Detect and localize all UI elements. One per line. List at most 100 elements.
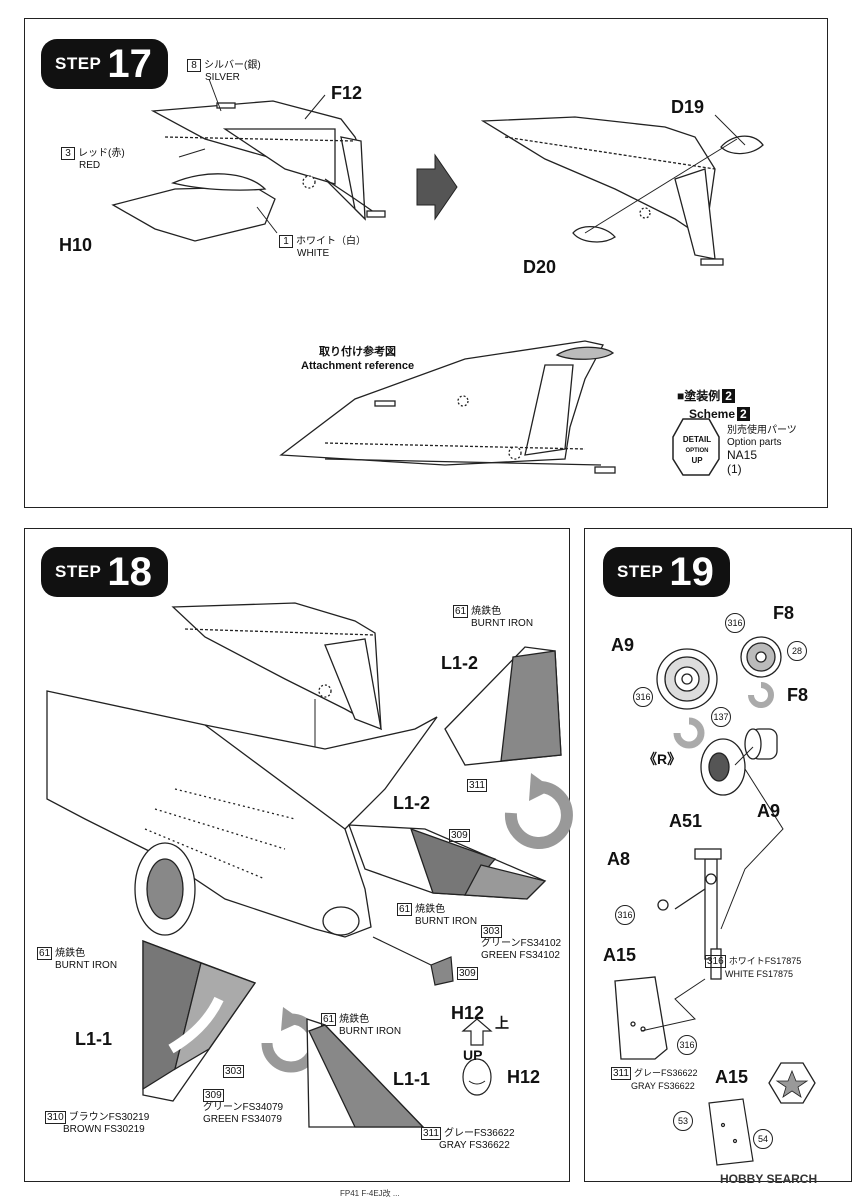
step-17-panel: STEP 17 — [24, 18, 828, 508]
part-a15-door: A15 — [603, 945, 637, 965]
step-number: 17 — [107, 42, 152, 86]
step-18-illustration — [46, 602, 573, 1128]
step-word: STEP — [55, 562, 102, 581]
color-jp: シルバー(銀) — [204, 60, 261, 71]
part-a8: A8 — [607, 849, 631, 869]
color-jp: 焼鉄色 — [55, 948, 86, 959]
part-h12: H12 — [451, 1003, 485, 1023]
part-f12: F12 — [331, 83, 363, 103]
part-l1-2-middle: L1-2 — [393, 793, 431, 813]
part-l1-1-right: L1-1 — [393, 1069, 431, 1089]
color-en: RED — [79, 160, 101, 171]
step-19-panel: STEP 19 — [584, 528, 852, 1182]
detail-up-badge: DETAIL OPTION UP — [675, 435, 719, 466]
option-en: Option parts — [727, 437, 782, 448]
color-code: 309 — [203, 1089, 224, 1102]
color-code: 311 — [611, 1067, 631, 1080]
step-17-illustration — [111, 78, 764, 476]
part-f8-top: F8 — [773, 603, 795, 623]
color-code-303b: 303 — [223, 1065, 247, 1078]
part-h12-detail: H12 — [507, 1067, 541, 1087]
step-18-panel: STEP 18 — [24, 528, 573, 1182]
part-r-marker: 《R》 — [643, 751, 682, 767]
color-jp: グリーンFS34079 — [203, 1102, 284, 1113]
code-137: 137 — [711, 707, 731, 727]
color-code: 1 — [279, 235, 293, 248]
color-code: 309 — [449, 829, 470, 842]
code-54: 54 — [753, 1129, 773, 1149]
color-code: 3 — [61, 147, 75, 160]
scheme-jp: ■塗装例 — [677, 389, 721, 403]
scheme-num: 2 — [722, 389, 735, 403]
color-code: 61 — [397, 903, 413, 916]
up-jp: 上 — [495, 1015, 509, 1031]
color-code: 8 — [187, 59, 201, 72]
color-en: GRAY FS36622 — [439, 1140, 510, 1151]
part-a9-top: A9 — [611, 635, 635, 655]
color-en: WHITE FS17875 — [725, 969, 794, 979]
attachment-reference-label: 取り付け参考図 Attachment reference — [301, 345, 414, 373]
color-code: 61 — [321, 1013, 337, 1026]
color-jp: グレーFS36622 — [633, 1068, 698, 1078]
color-en: BURNT IRON — [55, 960, 118, 971]
color-en: BURNT IRON — [415, 916, 478, 927]
badge-mid: OPTION — [685, 448, 709, 454]
option-jp: 別売使用パーツ — [727, 425, 797, 436]
attachment-jp: 取り付け参考図 — [319, 346, 397, 358]
color-jp: ホワイトFS17875 — [728, 956, 802, 966]
color-en: BROWN FS30219 — [63, 1124, 145, 1135]
color-en: BURNT IRON — [471, 618, 534, 629]
step-number: 19 — [669, 550, 714, 594]
step-word: STEP — [617, 562, 664, 581]
part-f8-middle: F8 — [787, 685, 809, 705]
color-code: 303 — [223, 1065, 244, 1078]
option-part: NA15 — [727, 448, 758, 462]
part-l1-1-left: L1-1 — [75, 1029, 113, 1049]
color-callout-green-34079: 309 グリーンFS34079 GREEN FS34079 — [203, 1089, 283, 1126]
code-316-f8: 316 — [725, 613, 745, 633]
color-code: 311 — [421, 1127, 441, 1140]
color-en: WHITE — [297, 248, 330, 259]
scheme-en: Scheme — [689, 407, 736, 421]
color-jp: グレーFS36622 — [443, 1128, 515, 1139]
part-a9-bottom: A9 — [757, 801, 781, 821]
watermark: HOBBY SEARCH — [720, 1172, 818, 1186]
up-en: UP — [463, 1047, 483, 1063]
color-en: GRAY FS36622 — [631, 1081, 695, 1091]
color-jp: ホワイト（白） — [296, 236, 366, 247]
color-en: BURNT IRON — [339, 1026, 402, 1037]
step-number: 18 — [107, 550, 152, 594]
part-l1-2-top: L1-2 — [441, 653, 479, 673]
color-en: SILVER — [205, 72, 240, 83]
color-code: 303 — [481, 925, 502, 938]
part-h10: H10 — [59, 235, 93, 255]
attachment-en: Attachment reference — [301, 360, 415, 372]
color-en: GREEN FS34102 — [481, 950, 560, 961]
step-18-badge: STEP 18 — [41, 547, 168, 597]
part-d20: D20 — [523, 257, 557, 277]
step-word: STEP — [55, 54, 102, 73]
color-code: 316 — [705, 955, 726, 968]
badge-bottom: UP — [691, 456, 703, 465]
color-jp: グリーンFS34102 — [481, 938, 562, 949]
code-28: 28 — [787, 641, 807, 661]
color-code: 310 — [45, 1111, 66, 1124]
code-53: 53 — [673, 1111, 693, 1131]
color-jp: レッド(赤) — [78, 148, 125, 159]
code-316-a15: 316 — [677, 1035, 697, 1055]
code-316-a9: 316 — [633, 687, 653, 707]
color-jp: 焼鉄色 — [339, 1014, 370, 1025]
option-qty: (1) — [727, 462, 742, 476]
